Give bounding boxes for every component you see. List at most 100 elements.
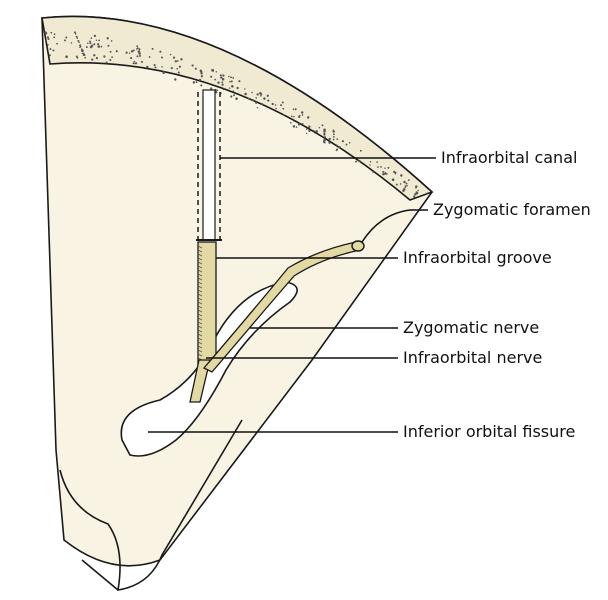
stipple-dot xyxy=(295,126,298,128)
stipple-dot xyxy=(328,137,331,141)
stipple-dot xyxy=(267,99,270,102)
stipple-dot xyxy=(138,48,141,51)
stipple-dot xyxy=(103,55,106,58)
stipple-dot xyxy=(130,50,133,53)
stipple-dot xyxy=(45,39,47,42)
stipple-dot xyxy=(332,136,335,138)
stipple-dot xyxy=(110,40,113,42)
stipple-dot xyxy=(74,32,77,35)
stipple-dot xyxy=(305,128,308,131)
stipple-dot xyxy=(154,66,157,69)
stipple-dot xyxy=(266,94,269,97)
stipple-dot xyxy=(312,129,315,132)
stipple-dot xyxy=(406,184,408,187)
stipple-dot xyxy=(200,72,203,75)
stipple-dot xyxy=(77,39,80,42)
stipple-dot xyxy=(159,50,162,53)
groove-hatch-line xyxy=(197,245,203,249)
groove-hatch-line xyxy=(197,353,203,357)
stipple-dot xyxy=(162,71,165,74)
stipple-dot xyxy=(53,33,56,36)
stipple-dot xyxy=(358,159,361,163)
label-zygomatic-foramen: Zygomatic foramen xyxy=(433,200,591,219)
stipple-dot xyxy=(148,56,151,58)
stipple-dot xyxy=(65,36,68,39)
stipple-dot xyxy=(106,37,109,40)
stipple-dot xyxy=(376,161,378,163)
stipple-dot xyxy=(87,42,89,44)
groove-hatch-line xyxy=(197,253,203,257)
groove-hatch-line xyxy=(197,277,203,281)
stipple-dot xyxy=(47,43,49,46)
stipple-dot xyxy=(252,99,255,102)
stipple-dot xyxy=(214,78,217,81)
stipple-dot xyxy=(111,56,113,58)
groove-hatch-line xyxy=(197,329,203,333)
stipple-dot xyxy=(238,80,241,83)
stipple-dot xyxy=(345,143,348,146)
stipple-dot xyxy=(407,179,410,181)
groove-hatch-line xyxy=(197,337,203,341)
groove-hatch-line xyxy=(197,293,203,297)
groove-hatching xyxy=(197,245,203,365)
stipple-dot xyxy=(47,37,50,41)
stipple-dot xyxy=(76,57,79,59)
stipple-dot xyxy=(323,136,327,139)
leader-zygomatic-foramen xyxy=(361,209,428,243)
stipple-dot xyxy=(323,129,326,133)
stipple-dot xyxy=(256,106,259,109)
stipple-dot xyxy=(132,62,135,65)
stipple-dot xyxy=(228,75,230,78)
stipple-dot xyxy=(332,133,335,136)
stipple-dot xyxy=(194,67,197,70)
stipple-dot xyxy=(180,58,183,61)
stipple-dot xyxy=(335,144,338,146)
stipple-dot xyxy=(221,78,225,81)
stipple-dot xyxy=(275,107,277,110)
stipple-dot xyxy=(260,95,262,97)
stipple-dot xyxy=(291,115,293,118)
groove-hatch-line xyxy=(197,349,203,353)
stipple-dot xyxy=(95,39,98,41)
stipple-dot xyxy=(177,71,180,74)
stipple-dot xyxy=(292,108,295,111)
stipple-dot xyxy=(282,114,285,116)
groove-hatch-line xyxy=(197,269,203,273)
stipple-dot xyxy=(294,108,297,111)
stipple-dot xyxy=(161,66,163,68)
groove-hatch-line xyxy=(197,301,203,305)
stipple-dot xyxy=(280,104,283,107)
stipple-dot xyxy=(222,74,225,77)
groove-hatch-line xyxy=(197,273,203,277)
stipple-dot xyxy=(229,80,231,83)
stipple-dot xyxy=(336,138,339,141)
stipple-dot xyxy=(73,31,77,34)
infraorbital-nerve xyxy=(189,359,211,403)
groove-hatch-line xyxy=(197,325,203,329)
stipple-dot xyxy=(210,87,213,90)
stipple-dot xyxy=(415,191,419,195)
stipple-dot xyxy=(341,140,344,143)
stipple-dot xyxy=(82,53,86,57)
stipple-dot xyxy=(125,51,128,54)
stipple-dot xyxy=(301,122,304,125)
stipple-dot xyxy=(93,34,97,38)
stipple-dot xyxy=(221,83,224,86)
stipple-dot xyxy=(160,56,164,59)
stipple-dot xyxy=(78,41,80,44)
stipple-dot xyxy=(244,88,246,90)
stipple-dot xyxy=(75,35,78,38)
stipple-dot xyxy=(300,111,304,114)
stipple-dot xyxy=(195,81,198,84)
stipple-dot xyxy=(391,178,395,181)
groove-hatch-line xyxy=(197,265,203,269)
stipple-dot xyxy=(76,37,79,39)
stipple-dot xyxy=(79,44,82,47)
stipple-dot xyxy=(138,52,141,55)
stipple-dot xyxy=(97,45,101,48)
stipple-dot xyxy=(169,53,172,56)
stipple-dot xyxy=(369,161,372,163)
stipple-dot xyxy=(256,93,259,96)
stipple-dot xyxy=(136,45,139,48)
